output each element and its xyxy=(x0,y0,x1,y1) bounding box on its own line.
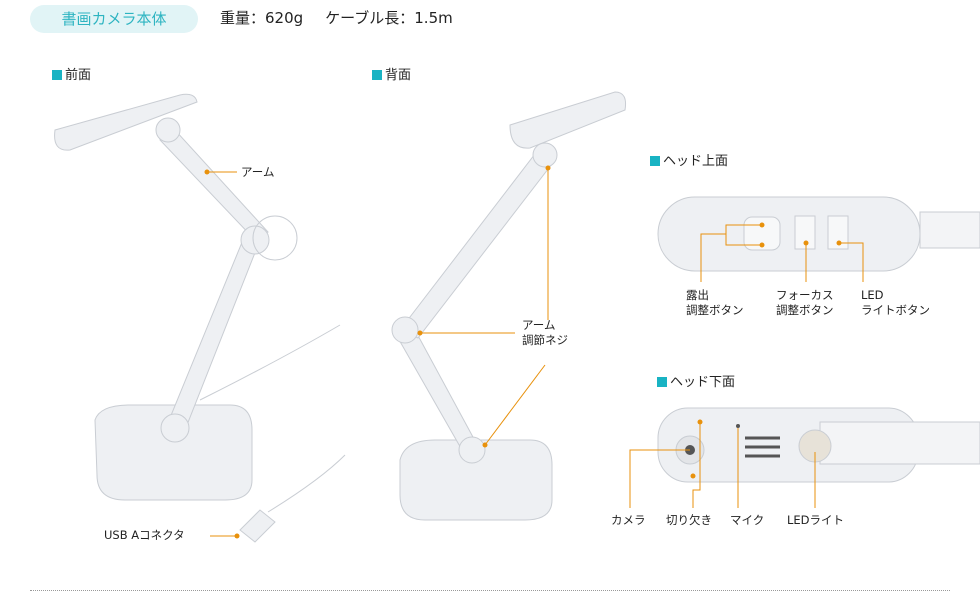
front-cable xyxy=(199,324,341,401)
divider xyxy=(30,590,950,591)
product-badge: 書画カメラ本体 xyxy=(30,5,198,33)
front-handle xyxy=(252,215,298,261)
back-lower-arm xyxy=(397,329,481,451)
front-upper-arm xyxy=(159,129,269,241)
square-icon xyxy=(650,156,660,166)
label-led-light: LEDライト xyxy=(787,513,845,527)
spec-text: 重量：620g ケーブル長：1.5m xyxy=(220,8,475,28)
front-hinge-base xyxy=(160,413,190,443)
section-back: 背面 xyxy=(372,68,411,84)
section-head-top: ヘッド上面 xyxy=(650,154,728,170)
leader-dots xyxy=(204,165,842,539)
label-arm: アーム xyxy=(241,165,275,179)
leader-lines xyxy=(207,170,864,537)
cable-spec: ケーブル長：1.5m xyxy=(325,9,453,27)
label-focus-button: フォーカス調整ボタン xyxy=(776,288,834,317)
head-bottom-arm xyxy=(819,421,980,465)
usb-connector xyxy=(239,509,276,543)
led-button xyxy=(827,215,849,250)
front-base xyxy=(94,404,253,501)
square-icon xyxy=(52,70,62,80)
label-mic: マイク xyxy=(730,513,765,527)
label-exposure-button: 露出調整ボタン xyxy=(686,288,744,317)
focus-button xyxy=(794,215,816,250)
head-top-arm xyxy=(919,211,980,249)
label-arm-screw: アーム調節ネジ xyxy=(522,318,568,347)
square-icon xyxy=(657,377,667,387)
label-usb: USB Aコネクタ xyxy=(104,528,185,542)
front-head xyxy=(54,93,198,151)
front-lower-arm xyxy=(164,234,261,431)
square-icon xyxy=(372,70,382,80)
usb-cable xyxy=(267,454,346,513)
mic-hole xyxy=(736,424,740,428)
label-notch: 切り欠き xyxy=(666,513,712,527)
weight-spec: 重量：620g xyxy=(220,9,304,27)
label-camera: カメラ xyxy=(611,513,646,527)
front-hinge-top xyxy=(155,117,181,143)
back-base xyxy=(399,439,553,521)
back-upper-arm xyxy=(399,149,556,339)
front-hinge-mid xyxy=(240,225,270,255)
back-head xyxy=(509,91,626,149)
back-hinge-top xyxy=(532,142,558,168)
back-hinge-mid xyxy=(391,316,419,344)
back-hinge-base xyxy=(458,436,486,464)
head-top-body xyxy=(657,196,921,272)
section-front: 前面 xyxy=(52,68,91,84)
section-head-bottom: ヘッド下面 xyxy=(657,375,735,391)
